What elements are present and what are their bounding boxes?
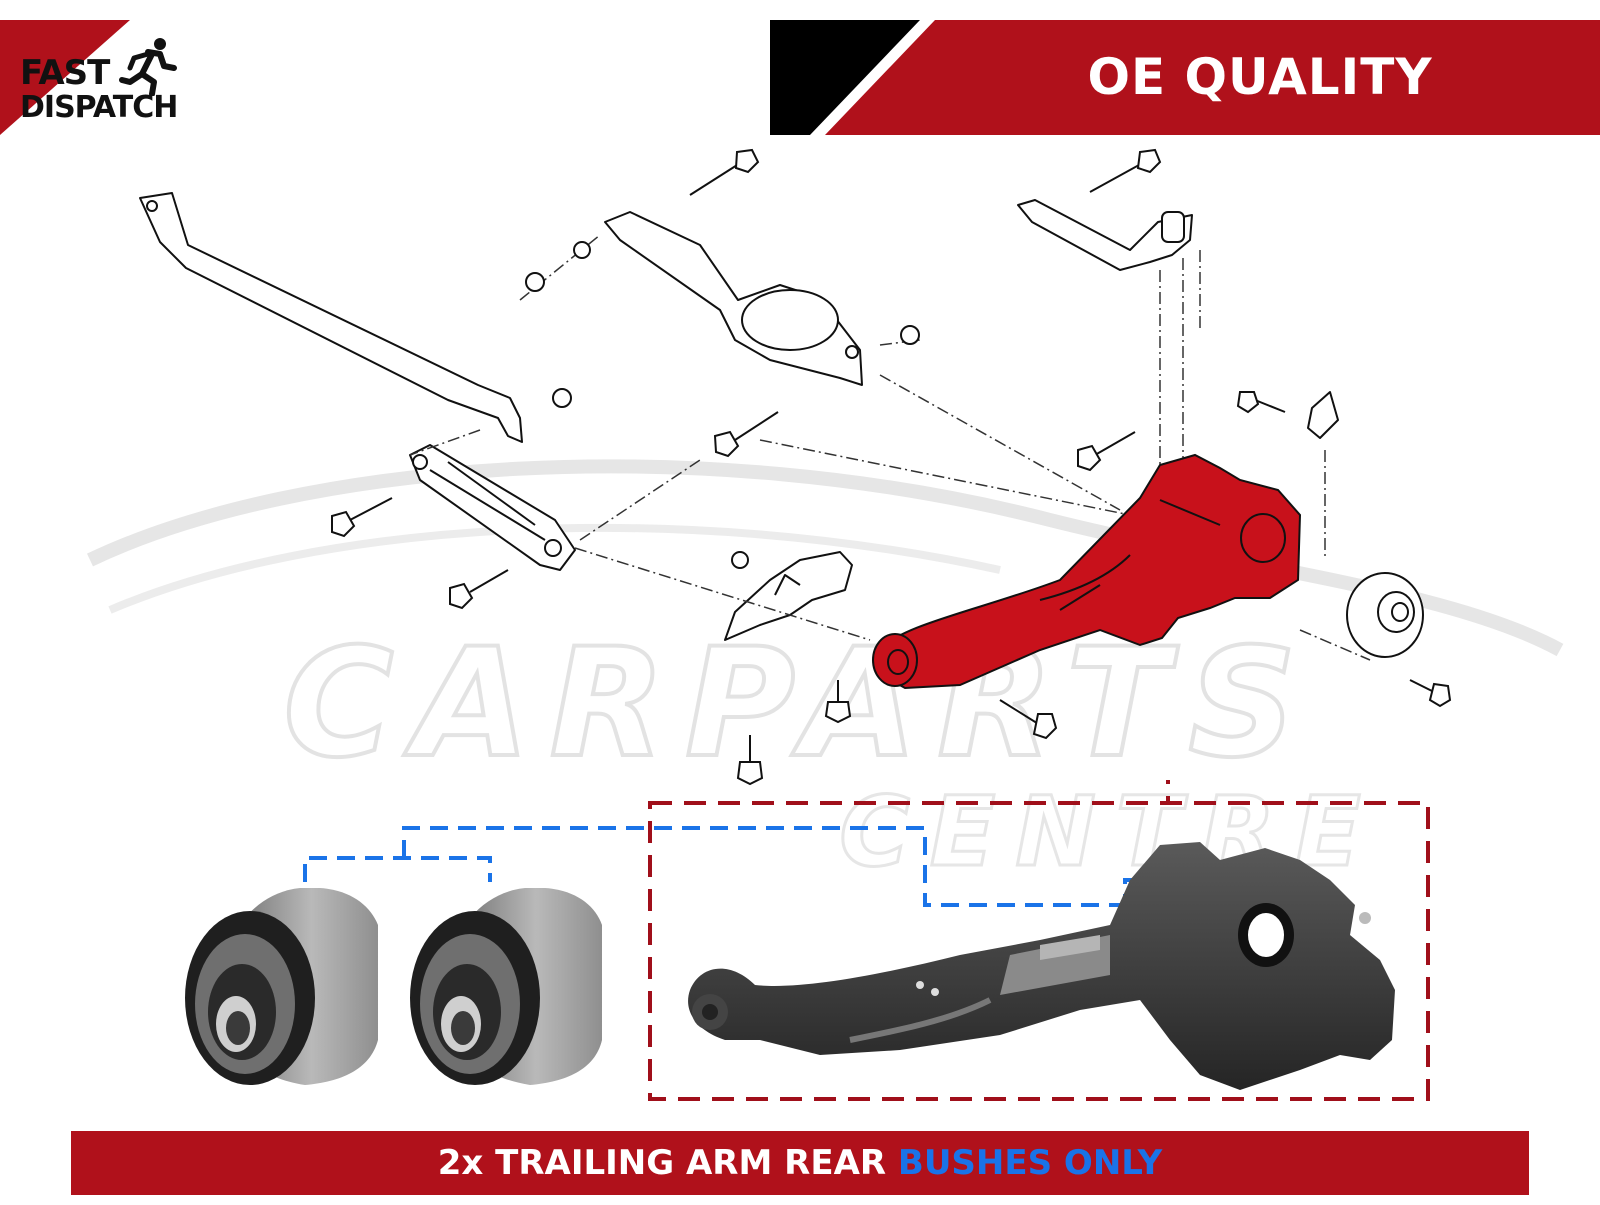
bush-left: [185, 888, 378, 1085]
trailing-arm-highlight: [872, 453, 1302, 690]
watermark-line1: CARPARTS: [283, 617, 1316, 791]
trailing-arm-photo: [688, 842, 1395, 1090]
badge-line2: DISPATCH: [20, 90, 178, 125]
alignment-lines: [409, 234, 1371, 661]
bush-washers: [525, 241, 920, 569]
red-callout-box: [648, 780, 1430, 1101]
oe-quality-label: OE QUALITY: [1087, 48, 1433, 106]
tie-bar: [139, 192, 523, 443]
badge-line1: FAST: [20, 53, 110, 93]
suspension-exploded-diagram: [139, 148, 1452, 786]
blue-callout-lines: [303, 826, 1195, 942]
lower-link: [409, 444, 576, 571]
header-banner: [770, 20, 1600, 135]
product-photos: [185, 780, 1430, 1101]
mount-bracket: [724, 551, 853, 641]
upper-link: [1017, 199, 1193, 271]
runner-icon: [119, 38, 177, 96]
bolts: [331, 148, 1452, 786]
footer-highlight: BUSHES ONLY: [897, 1143, 1163, 1183]
upper-control-arm: [604, 211, 863, 386]
bush-right: [410, 888, 602, 1085]
footer-bar: 2x TRAILING ARM REAR BUSHES ONLY: [71, 1131, 1529, 1195]
abs-bracket: [1307, 391, 1339, 439]
fast-dispatch-badge: FAST DISPATCH: [20, 53, 178, 125]
footer-text: 2x TRAILING ARM REAR: [437, 1143, 898, 1183]
fast-dispatch-badge-shape: [0, 20, 130, 135]
wheel-hub: [1346, 572, 1424, 658]
